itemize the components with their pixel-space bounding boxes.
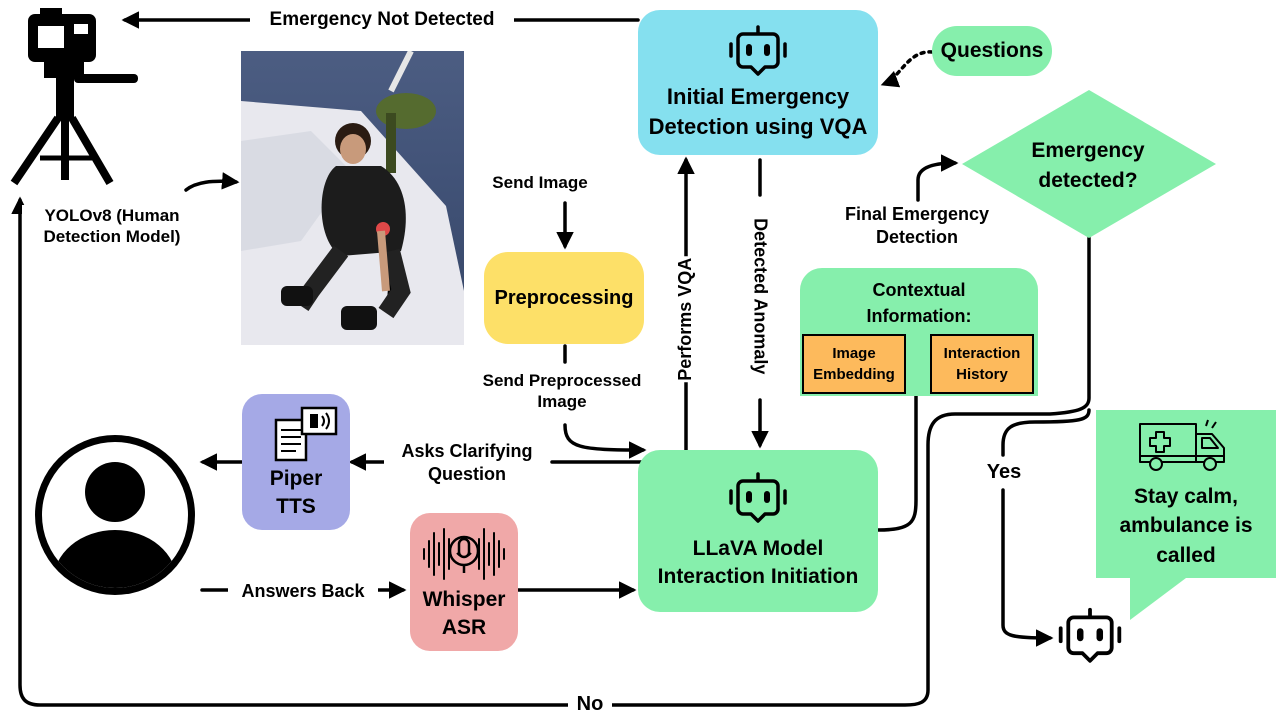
yolo-label: YOLOv8 (Human Detection Model) xyxy=(22,205,202,248)
edge-label-send-preprocessed: Send Preprocessed Image xyxy=(462,370,662,413)
decision-label: Emergency detected? xyxy=(1031,139,1145,193)
edge-label-performs-vqa: Performs VQA xyxy=(673,256,697,383)
user-avatar-icon xyxy=(35,435,195,595)
microphone-waveform-icon xyxy=(423,528,505,580)
ambulance-icon xyxy=(1139,419,1225,471)
ambulance-called-bubble xyxy=(1096,410,1276,578)
whisper-asr-node[interactable]: Whisper ASR xyxy=(410,513,518,651)
piper-tts-node[interactable]: Piper TTS xyxy=(242,394,350,530)
edge-label-asks-clarifying: Asks Clarifying Question xyxy=(384,440,550,485)
whisper-asr-label: Whisper ASR xyxy=(422,588,506,639)
edge-label-final-detection: Final Emergency Detection xyxy=(826,203,1008,248)
interaction-history-node[interactable]: Interaction History xyxy=(930,334,1034,394)
camera-tripod-icon xyxy=(10,8,138,186)
robot-icon xyxy=(729,471,787,523)
questions-node[interactable]: Questions xyxy=(932,26,1052,76)
piper-tts-label: Piper TTS xyxy=(269,467,323,518)
vqa-node-label: Initial Emergency Detection using VQA xyxy=(648,83,868,139)
contextual-info-title: Contextual Information: xyxy=(866,280,972,327)
edge-label-send-image: Send Image xyxy=(482,172,598,194)
edge-label-no: No xyxy=(568,692,612,717)
edge-label-detected-anomaly: Detected Anomaly xyxy=(748,198,772,395)
llava-node[interactable]: LLaVA Model Interaction Initiation xyxy=(638,450,878,612)
document-speaker-icon xyxy=(274,406,338,462)
vqa-detection-node[interactable]: Initial Emergency Detection using VQA xyxy=(638,10,878,155)
image-embedding-node[interactable]: Image Embedding xyxy=(802,334,906,394)
robot-icon xyxy=(1058,607,1122,663)
interaction-history-label: Interaction History xyxy=(943,345,1021,383)
edge-label-not-detected: Emergency Not Detected xyxy=(250,8,514,32)
llava-node-label: LLaVA Model Interaction Initiation xyxy=(657,536,859,588)
edge-label-yes: Yes xyxy=(982,460,1026,485)
preprocessing-node[interactable]: Preprocessing xyxy=(484,252,644,344)
questions-label: Questions xyxy=(940,39,1044,62)
preprocessing-label: Preprocessing xyxy=(494,286,634,309)
outcome-label: Stay calm, ambulance is called xyxy=(1119,485,1253,567)
edge-label-answers-back: Answers Back xyxy=(228,580,378,603)
decision-diamond xyxy=(962,90,1216,238)
fallen-person-photo xyxy=(241,51,464,345)
image-embedding-label: Image Embedding xyxy=(813,345,895,383)
robot-icon xyxy=(729,25,787,76)
